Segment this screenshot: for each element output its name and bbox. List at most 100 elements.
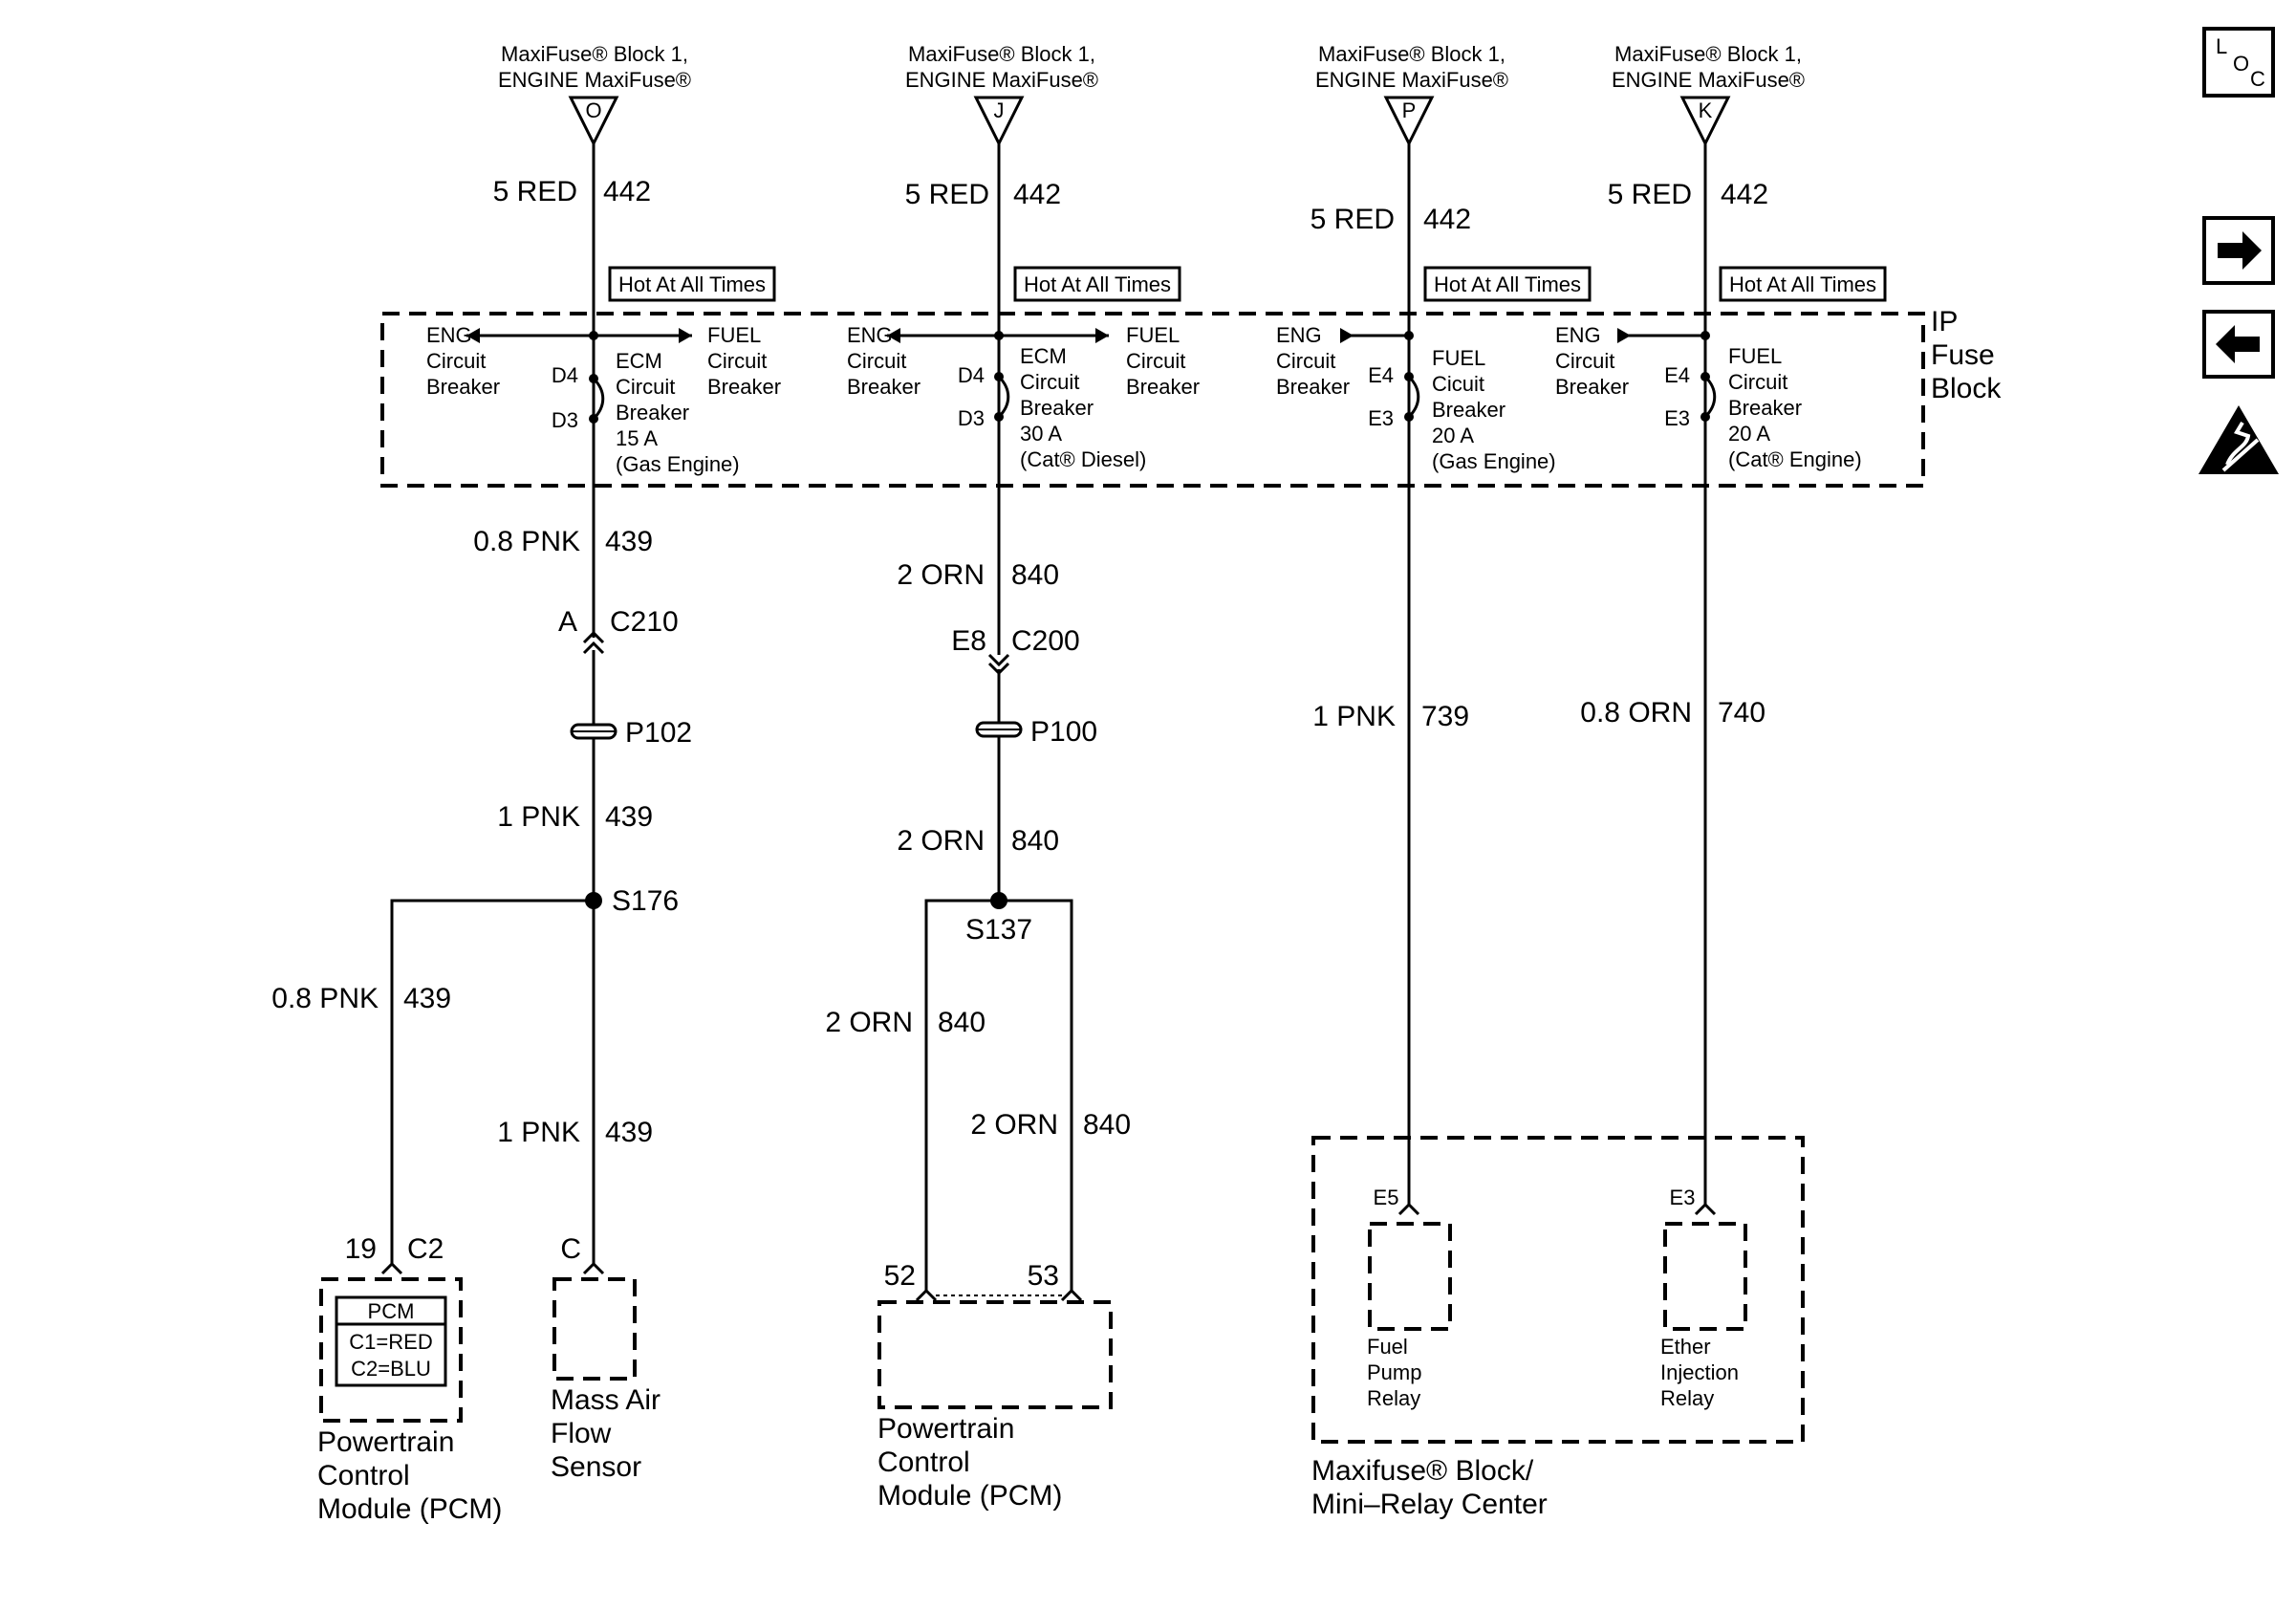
prev-button[interactable]	[2202, 310, 2275, 379]
breaker-4-eng-3: Breaker	[1555, 375, 1629, 399]
passthrough-p100: P100	[975, 716, 1097, 748]
relay-center-outline	[1311, 1136, 1805, 1444]
wire-8-circuit: 439	[605, 1117, 653, 1148]
breaker-1-note: (Gas Engine)	[616, 452, 740, 476]
esd-warning[interactable]	[2199, 405, 2279, 474]
breaker-1-eng-3: Breaker	[426, 375, 500, 399]
source-4: MaxiFuse® Block 1, ENGINE MaxiFuse® K	[1612, 42, 1805, 147]
breaker-4-name-3: Breaker	[1728, 396, 1802, 420]
esd-warning-icon[interactable]	[2199, 405, 2279, 474]
ether-relay-name-1: Ether	[1660, 1335, 1711, 1359]
arrow-right-icon	[1617, 328, 1631, 343]
breaker-2: ENG Circuit Breaker FUEL Circuit Breaker…	[847, 323, 1200, 471]
wire-14-size: 0.8 ORN	[1580, 697, 1692, 729]
pcm-left-legend-c1: C1=RED	[349, 1330, 432, 1354]
source-4-pin: K	[1699, 98, 1713, 122]
source-1-terminal	[568, 96, 619, 147]
breaker-2-rating: 30 A	[1020, 422, 1062, 446]
loc-icon-l: L	[2216, 34, 2227, 58]
pcm-left-legend-box	[335, 1295, 447, 1387]
breaker-2-eng-2: Circuit	[847, 349, 906, 373]
pcm-right: 52 53 Powertrain Control Module (PCM)	[877, 1260, 1113, 1512]
source-3-pin: P	[1402, 98, 1417, 122]
wire-10-circuit: 840	[1011, 825, 1059, 857]
passthrough-p102: P102	[570, 717, 692, 749]
pcm-right-pin-a: 52	[884, 1260, 916, 1292]
wire-5-circuit: 439	[605, 526, 653, 557]
breaker-3-rating: 20 A	[1432, 424, 1474, 447]
breaker-2-junction	[994, 331, 1004, 340]
hot-label-3-text: Hot At All Times	[1434, 272, 1581, 296]
arrow-right-icon	[2218, 231, 2262, 270]
source-1-pin: O	[585, 98, 601, 122]
pcm-right-name-1: Powertrain	[877, 1413, 1014, 1445]
loc-icon[interactable]	[2202, 27, 2275, 98]
wire-12-size: 2 ORN	[970, 1109, 1058, 1141]
breaker-4-terminal-top	[1700, 372, 1710, 381]
breaker-4-rating: 20 A	[1728, 422, 1770, 446]
source-2-line1: MaxiFuse® Block 1,	[908, 42, 1095, 66]
breaker-2-name-1: ECM	[1020, 344, 1067, 368]
esd-warning-slash	[2221, 438, 2260, 472]
hot-label-4-text: Hot At All Times	[1729, 272, 1876, 296]
source-1-line2: ENGINE MaxiFuse®	[498, 68, 691, 92]
source-2-pin: J	[994, 98, 1005, 122]
breaker-1-pin-bottom: D3	[552, 408, 578, 432]
wire-to-pcm1	[390, 899, 594, 1264]
breaker-2-fuel-2: Circuit	[1126, 349, 1185, 373]
connector-c210-id: C210	[610, 606, 679, 638]
breaker-3-terminal-bottom	[1404, 412, 1414, 422]
next-button[interactable]	[2202, 216, 2275, 285]
breaker-1-junction	[589, 331, 598, 340]
passthrough-p102-label: P102	[625, 717, 692, 749]
breaker-1-fuel-2: Circuit	[707, 349, 767, 373]
pcm-left-name-3: Module (PCM)	[317, 1493, 502, 1525]
arrow-right-icon	[1340, 328, 1354, 343]
maf-sensor-name-1: Mass Air	[551, 1384, 661, 1416]
breaker-4: ENG Circuit Breaker E4 E3 FUEL Circuit B…	[1555, 323, 1862, 471]
splice-s176-label: S176	[612, 885, 679, 917]
wire-2-size: 5 RED	[905, 179, 989, 210]
arrow-left-icon	[466, 328, 480, 343]
breaker-3-junction	[1404, 331, 1414, 340]
wire-9-circuit: 840	[1011, 559, 1059, 591]
breaker-3-eng-1: ENG	[1276, 323, 1322, 347]
wire-10-size: 2 ORN	[897, 825, 985, 857]
breaker-2-fuel-3: Breaker	[1126, 375, 1200, 399]
pcm-right-outline	[877, 1300, 1113, 1409]
hot-label-3: Hot At All Times	[1423, 266, 1592, 302]
source-1: MaxiFuse® Block 1, ENGINE MaxiFuse® O	[498, 42, 691, 147]
source-3-line1: MaxiFuse® Block 1,	[1318, 42, 1505, 66]
fuel-pump-relay-name-2: Pump	[1367, 1360, 1421, 1384]
pcm-left-name-2: Control	[317, 1460, 410, 1491]
arrow-right-icon	[679, 328, 692, 343]
maf-sensor-outline	[552, 1277, 637, 1381]
relay-center-name-2: Mini–Relay Center	[1311, 1489, 1548, 1520]
breaker-3-pin-top: E4	[1368, 363, 1394, 387]
wire-13-size: 1 PNK	[1312, 701, 1396, 732]
breaker-4-pin-bottom: E3	[1664, 406, 1690, 430]
pcm-left-legend-c2: C2=BLU	[351, 1357, 431, 1381]
maf-sensor-pin: C	[560, 1233, 581, 1265]
hot-label-1: Hot At All Times	[608, 266, 776, 302]
breaker-3-eng-2: Circuit	[1276, 349, 1335, 373]
location-button[interactable]: L O C	[2202, 27, 2275, 98]
wire-3-size: 5 RED	[1310, 204, 1395, 235]
connector-c200-male	[987, 662, 1010, 676]
pcm-right-terminal-a	[915, 1288, 938, 1302]
source-2: MaxiFuse® Block 1, ENGINE MaxiFuse® J	[905, 42, 1098, 147]
arrow-left-icon	[887, 328, 900, 343]
breaker-2-pin-top: D4	[958, 363, 985, 387]
source-1-line1: MaxiFuse® Block 1,	[501, 42, 688, 66]
wire-1-size: 5 RED	[493, 176, 577, 207]
wire-2-circuit: 442	[1013, 179, 1061, 210]
breaker-1-fuel-1: FUEL	[707, 323, 761, 347]
breaker-2-pin-bottom: D3	[958, 406, 985, 430]
connector-c210-female	[582, 630, 605, 644]
ip-fuse-block-label-2: Fuse	[1931, 339, 1995, 371]
breaker-1-name-1: ECM	[616, 349, 662, 373]
splice-s137-label: S137	[965, 914, 1032, 946]
breaker-1-name-2: Circuit	[616, 375, 675, 399]
breaker-4-note: (Cat® Engine)	[1728, 447, 1862, 471]
esd-warning-hand	[2225, 421, 2251, 466]
